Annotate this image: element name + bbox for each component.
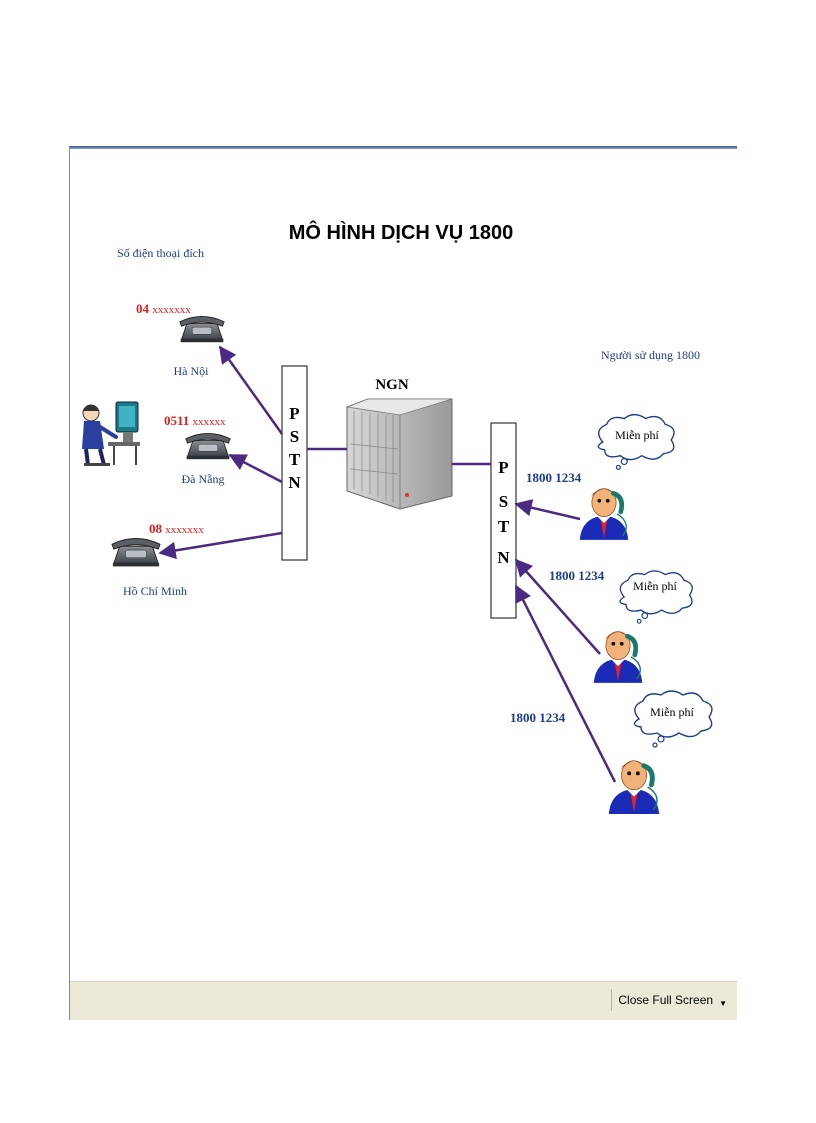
caller-3-number: 1800 1234 [510, 710, 566, 725]
pstn-left-letter-p: P [289, 404, 299, 423]
pstn-right-letter-s: S [499, 492, 508, 511]
diagram-title: MÔ HÌNH DỊCH VỤ 1800 [289, 220, 514, 244]
caller-2-bubble-text: Miễn phí [633, 579, 677, 593]
pstn-left-letter-s: S [290, 427, 299, 446]
pstn-right-box [490, 422, 517, 619]
close-full-screen-button[interactable]: Close Full Screen ▼ [611, 989, 727, 1011]
arrow-to-hcm [158, 531, 283, 560]
status-bar: Close Full Screen ▼ [70, 981, 737, 1020]
hanoi-city: Hà Nội [174, 364, 210, 378]
caller-3-icon [609, 761, 659, 814]
close-full-screen-label: Close Full Screen [618, 993, 714, 1007]
hcm-city: Hồ Chí Minh [123, 584, 187, 598]
destination-header: Số điện thoại đích [117, 246, 204, 260]
caller-1-number: 1800 1234 [526, 470, 582, 485]
caller-3-cloud [633, 690, 713, 748]
arrow-to-danang [228, 453, 283, 484]
danang-number: 0511 xxxxxx [164, 413, 226, 428]
operator-computer-icon [82, 401, 140, 466]
hanoi-number: 04 xxxxxxx [136, 301, 191, 316]
pstn-right-letter-n: N [497, 548, 510, 567]
danang-phone-icon [185, 432, 231, 460]
diagram-canvas: MÔ HÌNH DỊCH VỤ 1800 Số điện thoại đích … [82, 220, 713, 981]
pstn-right-letter-p: P [498, 458, 508, 477]
pstn-left-box [281, 365, 308, 561]
arrow-to-hanoi [218, 345, 284, 435]
arrow-from-caller-3 [514, 584, 617, 783]
slide: MÔ HÌNH DỊCH VỤ 1800 Số điện thoại đích … [70, 149, 737, 981]
pstn-left-letter-n: N [288, 473, 301, 492]
caller-2-number: 1800 1234 [549, 568, 605, 583]
pstn-right-letter-t: T [498, 517, 510, 536]
caller-3-bubble-text: Miễn phí [650, 705, 694, 719]
pstn-left-letter-t: T [289, 450, 301, 469]
chevron-down-icon: ▼ [719, 998, 727, 1008]
caller-1-icon [580, 489, 629, 540]
arrow-from-caller-2 [514, 558, 601, 655]
fullscreen-window: MÔ HÌNH DỊCH VỤ 1800 Số điện thoại đích … [69, 146, 737, 1020]
hanoi-phone-icon [179, 315, 225, 343]
hcm-number: 08 xxxxxxx [149, 521, 204, 536]
window-top-border [70, 146, 737, 149]
hcm-phone-icon [111, 537, 161, 567]
caller-2-icon [594, 632, 643, 683]
ngn-server-icon [345, 398, 453, 510]
ngn-label: NGN [375, 377, 409, 393]
caller-1-bubble-text: Miễn phí [615, 428, 659, 442]
danang-city: Đà Nẵng [182, 472, 225, 486]
arrow-from-caller-1 [514, 499, 581, 521]
caller-1-cloud [597, 413, 675, 471]
user-header: Người sử dụng 1800 [601, 348, 700, 362]
